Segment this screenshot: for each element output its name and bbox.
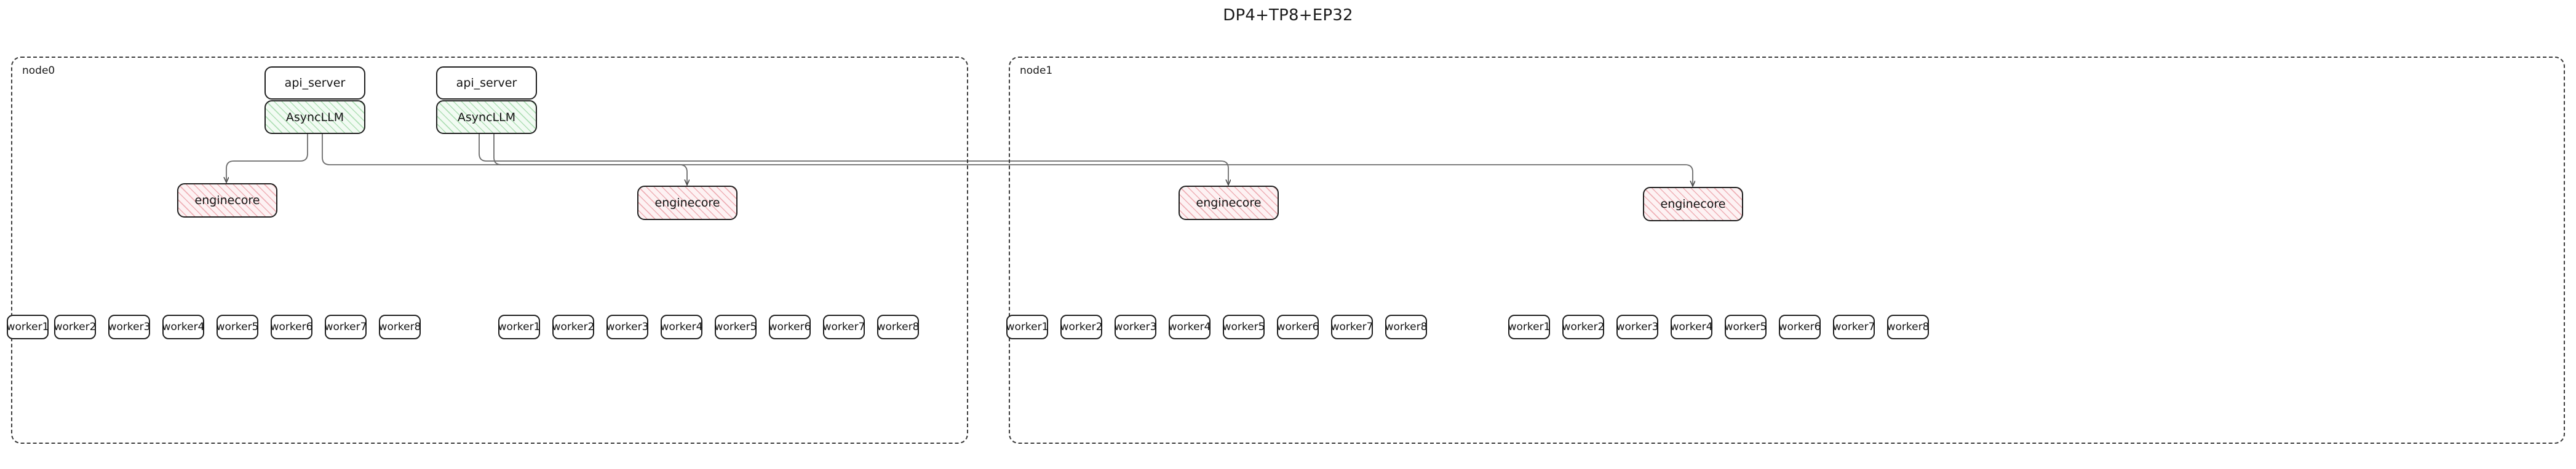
node-container-node1 bbox=[1009, 57, 2565, 444]
enginecore-box[interactable]: enginecore bbox=[1643, 187, 1743, 221]
worker-box[interactable]: worker2 bbox=[1060, 315, 1102, 339]
api-server-box[interactable]: api_server bbox=[436, 66, 537, 100]
worker-box[interactable]: worker2 bbox=[54, 315, 96, 339]
worker-box[interactable]: worker6 bbox=[271, 315, 312, 339]
worker-box[interactable]: worker7 bbox=[325, 315, 367, 339]
worker-box[interactable]: worker6 bbox=[1277, 315, 1319, 339]
worker-box[interactable]: worker5 bbox=[715, 315, 757, 339]
worker-box[interactable]: worker2 bbox=[1562, 315, 1604, 339]
worker-box[interactable]: worker1 bbox=[7, 315, 49, 339]
worker-box[interactable]: worker7 bbox=[1833, 315, 1875, 339]
worker-box[interactable]: worker4 bbox=[162, 315, 204, 339]
worker-box[interactable]: worker5 bbox=[217, 315, 258, 339]
worker-box[interactable]: worker5 bbox=[1725, 315, 1767, 339]
worker-box[interactable]: worker8 bbox=[1887, 315, 1929, 339]
node-label-node1: node1 bbox=[1020, 65, 1053, 77]
worker-box[interactable]: worker6 bbox=[769, 315, 811, 339]
asyncllm-box[interactable]: AsyncLLM bbox=[436, 100, 537, 134]
node-container-node0 bbox=[11, 57, 968, 444]
enginecore-box[interactable]: enginecore bbox=[637, 186, 737, 220]
worker-box[interactable]: worker8 bbox=[379, 315, 421, 339]
worker-box[interactable]: worker3 bbox=[1115, 315, 1156, 339]
worker-box[interactable]: worker1 bbox=[498, 315, 540, 339]
asyncllm-box[interactable]: AsyncLLM bbox=[264, 100, 365, 134]
api-server-box[interactable]: api_server bbox=[264, 66, 365, 100]
worker-box[interactable]: worker8 bbox=[877, 315, 919, 339]
worker-box[interactable]: worker2 bbox=[552, 315, 594, 339]
worker-box[interactable]: worker4 bbox=[1169, 315, 1210, 339]
worker-box[interactable]: worker4 bbox=[1671, 315, 1712, 339]
enginecore-box[interactable]: enginecore bbox=[177, 183, 277, 218]
worker-box[interactable]: worker7 bbox=[823, 315, 865, 339]
node-label-node0: node0 bbox=[22, 65, 55, 77]
worker-box[interactable]: worker4 bbox=[661, 315, 702, 339]
worker-box[interactable]: worker1 bbox=[1508, 315, 1550, 339]
enginecore-box[interactable]: enginecore bbox=[1179, 186, 1279, 220]
worker-box[interactable]: worker6 bbox=[1779, 315, 1821, 339]
worker-box[interactable]: worker8 bbox=[1385, 315, 1427, 339]
worker-box[interactable]: worker7 bbox=[1331, 315, 1373, 339]
worker-box[interactable]: worker5 bbox=[1223, 315, 1265, 339]
page-title: DP4+TP8+EP32 bbox=[1223, 6, 1353, 25]
worker-box[interactable]: worker3 bbox=[108, 315, 150, 339]
worker-box[interactable]: worker3 bbox=[606, 315, 648, 339]
worker-box[interactable]: worker3 bbox=[1616, 315, 1658, 339]
worker-box[interactable]: worker1 bbox=[1006, 315, 1048, 339]
